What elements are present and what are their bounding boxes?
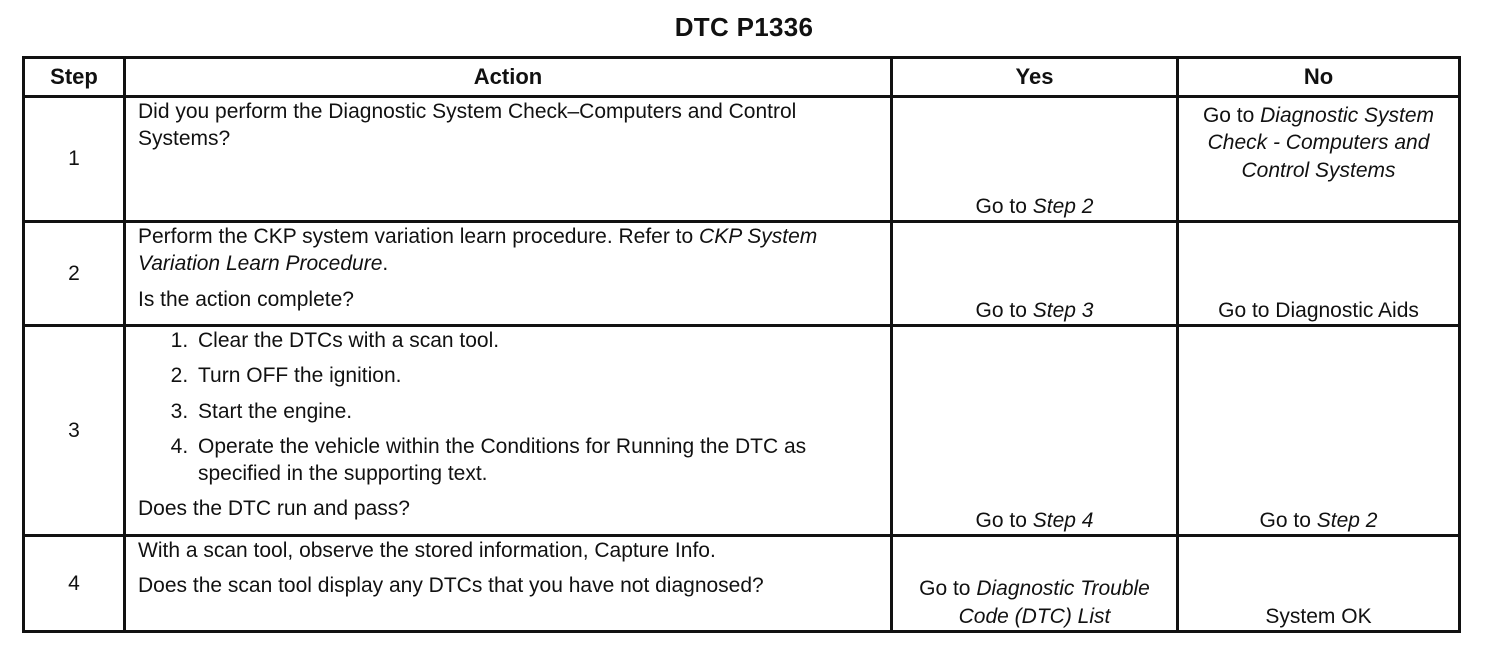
yes-link[interactable]: Step 2 (1032, 194, 1094, 218)
no-cell[interactable]: Go to Diagnostic System Check - Computer… (1176, 95, 1461, 223)
table-row: 4 With a scan tool, observe the stored i… (22, 534, 1461, 633)
yes-cell[interactable]: Go to Step 3 (890, 220, 1179, 327)
yes-link[interactable]: Step 3 (1032, 298, 1094, 322)
action-cell: With a scan tool, observe the stored inf… (123, 534, 893, 633)
list-item: Operate the vehicle within the Condition… (194, 433, 878, 488)
yes-prefix: Go to (975, 194, 1033, 218)
no-cell[interactable]: Go to Diagnostic Aids (1176, 220, 1461, 327)
step-number: 3 (22, 324, 126, 537)
yes-cell[interactable]: Go to Step 4 (890, 324, 1179, 537)
header-yes: Yes (890, 56, 1179, 98)
header-step: Step (22, 56, 126, 98)
action-question: Does the scan tool display any DTCs that… (138, 574, 764, 598)
action-cell: Did you perform the Diagnostic System Ch… (123, 95, 893, 223)
yes-prefix: Go to (975, 508, 1033, 532)
action-reference-link[interactable]: CKP System Variation Learn Procedure (138, 225, 818, 276)
action-cell: Clear the DTCs with a scan tool. Turn OF… (123, 324, 893, 537)
no-text[interactable]: Go to Diagnostic Aids (1218, 298, 1419, 322)
no-link[interactable]: Step 2 (1316, 508, 1378, 532)
action-question: Does the DTC run and pass? (138, 497, 410, 521)
step-number: 1 (22, 95, 126, 223)
action-text-lead: Perform the CKP system variation learn p… (138, 225, 700, 248)
list-item: Clear the DTCs with a scan tool. (194, 327, 878, 354)
no-cell[interactable]: Go to Step 2 (1176, 324, 1461, 537)
diagnostic-table: Step Action Yes No 1 Did you perform the… (22, 56, 1461, 633)
no-cell[interactable]: System OK (1176, 534, 1461, 633)
procedure-list: Clear the DTCs with a scan tool. Turn OF… (138, 327, 878, 487)
no-link[interactable]: Diagnostic System Check - Computers and … (1207, 104, 1435, 182)
no-prefix: Go to (1259, 508, 1317, 532)
list-item: Start the engine. (194, 398, 878, 425)
yes-cell[interactable]: Go to Step 2 (890, 95, 1179, 223)
yes-cell[interactable]: Go to Diagnostic Trouble Code (DTC) List (890, 534, 1179, 633)
table-row: 2 Perform the CKP system variation learn… (22, 220, 1461, 327)
yes-prefix: Go to (975, 298, 1033, 322)
header-action: Action (123, 56, 893, 98)
header-no: No (1176, 56, 1461, 98)
list-item: Turn OFF the ignition. (194, 362, 878, 389)
action-text: With a scan tool, observe the stored inf… (138, 539, 716, 562)
table-row: 3 Clear the DTCs with a scan tool. Turn … (22, 324, 1461, 537)
action-text-suffix: . (382, 252, 389, 276)
table-header-row: Step Action Yes No (22, 56, 1461, 98)
table-row: 1 Did you perform the Diagnostic System … (22, 95, 1461, 223)
no-text[interactable]: System OK (1265, 604, 1372, 628)
yes-link[interactable]: Step 4 (1032, 508, 1094, 532)
step-number: 4 (22, 534, 126, 633)
page-title: DTC P1336 (674, 12, 814, 42)
yes-prefix: Go to (919, 577, 977, 601)
action-text: Did you perform the Diagnostic System Ch… (138, 100, 797, 151)
yes-link[interactable]: Diagnostic Trouble Code (DTC) List (958, 577, 1150, 628)
action-question: Is the action complete? (138, 287, 354, 311)
no-prefix: Go to (1202, 104, 1261, 127)
step-number: 2 (22, 220, 126, 327)
action-cell: Perform the CKP system variation learn p… (123, 220, 893, 327)
action-text: Perform the CKP system variation learn p… (138, 223, 878, 278)
